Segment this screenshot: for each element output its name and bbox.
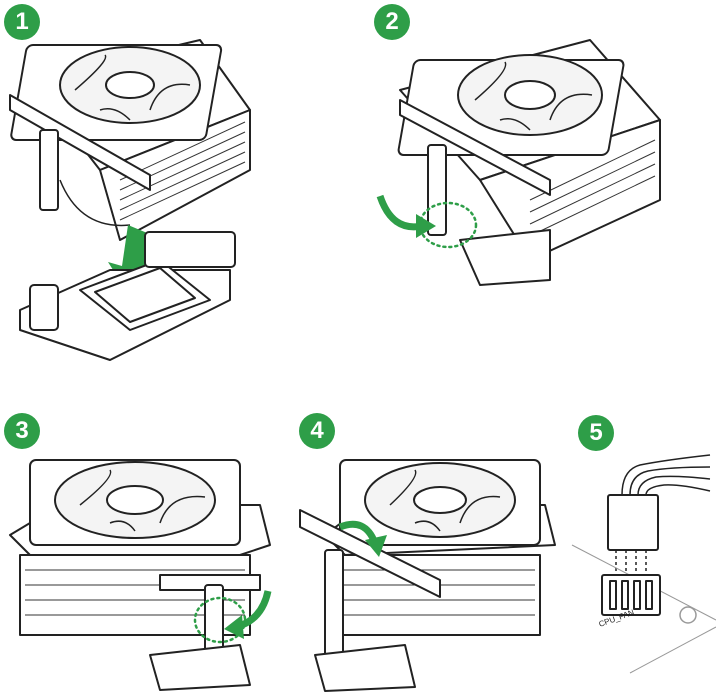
cooler-assembly xyxy=(398,40,660,285)
fan-plug xyxy=(608,495,658,550)
fan-cable xyxy=(622,455,710,495)
step-2-illustration xyxy=(370,0,716,300)
cooler-assembly xyxy=(300,460,555,691)
cooler-assembly xyxy=(10,460,270,690)
mounting-hole-icon xyxy=(680,607,696,623)
alignment-guides xyxy=(616,550,646,575)
step-5-panel: 5 CPU_FAN xyxy=(570,405,716,695)
step-1-panel: 1 xyxy=(0,0,260,380)
cooler-assembly xyxy=(10,40,250,240)
step-3-panel: 3 xyxy=(0,405,290,695)
step-2-panel: 2 xyxy=(370,0,716,300)
step-1-illustration xyxy=(0,0,260,380)
step-5-illustration: CPU_FAN xyxy=(570,405,716,695)
step-4-panel: 4 xyxy=(295,405,560,695)
step-3-illustration xyxy=(0,405,290,695)
socket-base xyxy=(150,645,250,690)
socket-base xyxy=(460,230,550,285)
step-4-illustration xyxy=(295,405,560,695)
